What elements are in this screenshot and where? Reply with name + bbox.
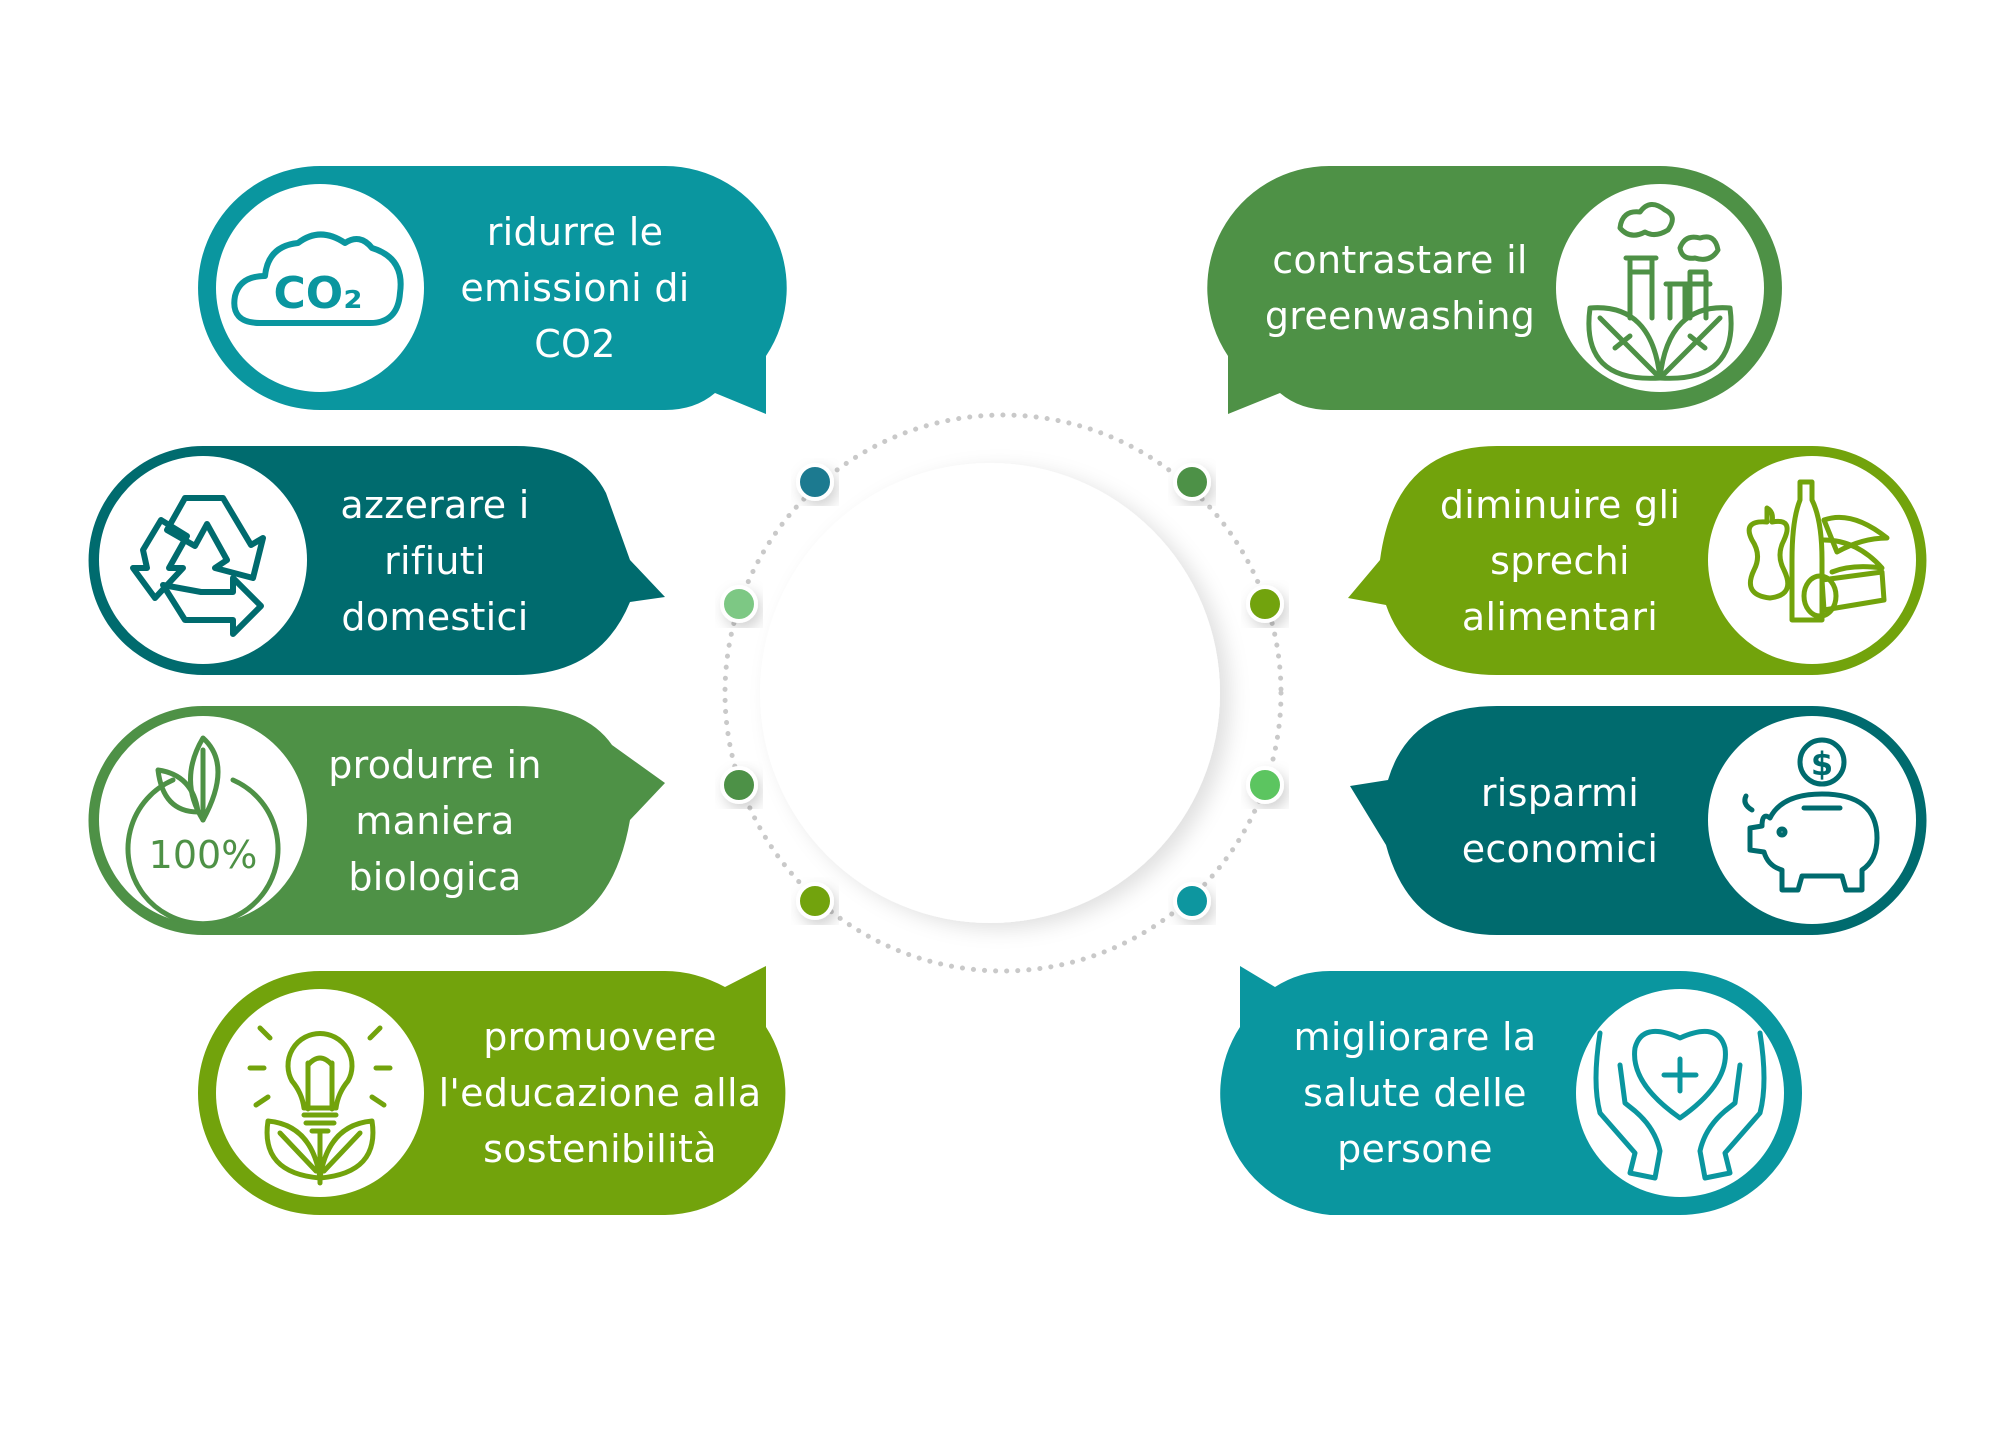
icon-disc xyxy=(1708,456,1916,664)
co2-cloud-icon: CO₂ xyxy=(220,188,420,388)
ring-dot-7 xyxy=(1246,766,1284,804)
heart-hands-icon xyxy=(1580,993,1780,1193)
bubble-food xyxy=(1348,446,1927,675)
label-bio: produrre in maniera biologica xyxy=(328,742,542,899)
dotted-ring xyxy=(722,412,1284,974)
label-savings: risparmi economici xyxy=(1461,770,1659,871)
ring-dot-1 xyxy=(796,463,834,501)
ring-dot-6 xyxy=(1246,585,1284,623)
label-co2: ridurre le emissioni di CO2 xyxy=(460,210,690,366)
svg-text:100%: 100% xyxy=(149,833,258,877)
ring-dot-5 xyxy=(1173,463,1211,501)
ring-dots xyxy=(720,463,1284,920)
svg-text:$: $ xyxy=(1811,745,1833,783)
label-health: migliorare la salute delle persone xyxy=(1293,1015,1537,1171)
food-waste-icon xyxy=(1712,460,1912,660)
ring-dot-4 xyxy=(796,882,834,920)
label-waste: azzerare i rifiuti domestici xyxy=(340,482,530,639)
bubble-co2 xyxy=(198,166,787,414)
lightbulb-plant-icon xyxy=(220,993,420,1193)
center-ring xyxy=(722,412,1284,974)
label-edu: promuovere l'educazione alla sostenibili… xyxy=(438,1015,762,1171)
piggy-bank-icon: $ xyxy=(1712,720,1912,920)
label-food: diminuire gli sprechi alimentari xyxy=(1439,482,1681,639)
factory-leaf-icon xyxy=(1560,188,1760,388)
ring-dot-3 xyxy=(720,766,758,804)
recycle-icon xyxy=(103,460,303,660)
center-disc xyxy=(760,463,1220,923)
label-greenwash: contrastare il greenwashing xyxy=(1264,238,1536,338)
organic-100-icon: 100% xyxy=(103,720,303,927)
icon-disc xyxy=(216,184,424,392)
svg-text:CO₂: CO₂ xyxy=(274,268,363,319)
ring-dot-8 xyxy=(1173,882,1211,920)
ring-dot-2 xyxy=(720,585,758,623)
